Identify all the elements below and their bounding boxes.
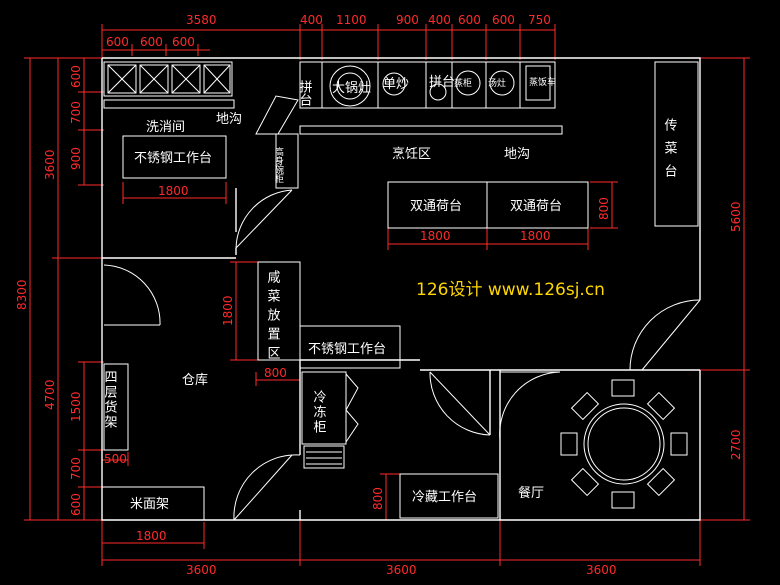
doors	[103, 189, 701, 521]
dim-pickle-depth: 1800	[221, 295, 235, 326]
label-warehouse: 仓库	[182, 372, 208, 388]
walls	[101, 57, 701, 521]
dim-eq-6: 600	[492, 13, 515, 27]
label-steam-small: 蒸饭车	[529, 76, 556, 88]
dim-left-in-6: 600	[69, 493, 83, 516]
dim-eq-3: 900	[396, 13, 419, 27]
dim-pickle-width: 800	[264, 366, 287, 380]
room-labels: 洗消间 地沟 不锈钢工作台 高身碗柜 拼台 大锅灶 单炒 拼台 蒸柜 汤灶 蒸饭…	[102, 75, 678, 512]
dim-right-upper: 5600	[729, 201, 743, 232]
dim-workbench: 1800	[158, 184, 189, 198]
label-dining: 餐厅	[518, 485, 544, 501]
label-pin-tai-1: 拼台	[297, 80, 313, 106]
dim-bottom-2: 3600	[386, 563, 417, 577]
dining-chairs	[560, 379, 688, 509]
dim-eq-2: 1100	[336, 13, 367, 27]
label-pin-tai-2: 拼台	[429, 75, 455, 90]
dim-cold-bench: 800	[371, 487, 385, 510]
dim-top-overall: 3580	[186, 13, 217, 27]
label-dual-stove-1: 双通荷台	[410, 199, 462, 214]
label-wash-room: 洗消间	[146, 120, 185, 135]
dim-sink-1: 600	[106, 35, 129, 49]
label-floor-drain-2: 地沟	[504, 147, 530, 162]
label-high-cabinet: 高身碗柜	[273, 146, 284, 184]
dim-dual-2: 1800	[520, 229, 551, 243]
dim-left-upper: 3600	[43, 149, 57, 180]
fixtures	[101, 61, 699, 521]
dim-dual-depth: 800	[597, 197, 611, 220]
label-big-wok: 大锅灶	[332, 80, 371, 96]
label-floor-drain-1: 地沟	[216, 112, 242, 127]
dim-left-lower: 4700	[43, 379, 57, 410]
watermark: 126设计 www.126sj.cn	[416, 280, 605, 300]
dim-right-lower: 2700	[729, 429, 743, 460]
dim-eq-5: 600	[458, 13, 481, 27]
dim-sink-2: 600	[140, 35, 163, 49]
dim-dual-1: 1800	[420, 229, 451, 243]
dim-left-in-4: 1500	[69, 391, 83, 422]
dim-eq-4: 400	[428, 13, 451, 27]
label-cold-bench: 冷藏工作台	[412, 490, 477, 505]
dim-eq-7: 750	[528, 13, 551, 27]
dim-eq-1: 400	[300, 13, 323, 27]
dimension-lines	[24, 24, 750, 566]
label-pass-counter: 传菜台	[662, 118, 678, 187]
label-single-stir: 单炒	[383, 77, 409, 92]
dim-bottom-3: 3600	[586, 563, 617, 577]
label-ss-workbench-top: 不锈钢工作台	[134, 151, 212, 166]
label-shelf: 四层货架	[102, 370, 118, 430]
dim-left-in-2: 700	[69, 101, 83, 124]
label-soup-stove: 汤灶	[488, 77, 506, 89]
label-freezer: 冷冻柜	[311, 390, 327, 435]
dim-left-overall: 8300	[15, 279, 29, 310]
dim-rice-rack: 1800	[136, 529, 167, 543]
label-dual-stove-2: 双通荷台	[510, 199, 562, 214]
label-ss-workbench-mid: 不锈钢工作台	[308, 342, 386, 357]
label-cooking-area: 烹饪区	[392, 147, 431, 162]
label-pickle-area: 咸菜放置区	[265, 270, 281, 365]
dim-sink-3: 600	[172, 35, 195, 49]
label-steam: 蒸柜	[454, 77, 472, 89]
dimension-texts: 3580 600 600 600 400 1100 900 400 600 60…	[15, 13, 743, 577]
dim-left-in-3: 900	[69, 147, 83, 170]
label-rice-rack: 米面架	[130, 497, 169, 512]
dim-left-in-1: 600	[69, 65, 83, 88]
dim-shelf: 500	[104, 452, 127, 466]
dim-bottom-1: 3600	[186, 563, 217, 577]
dim-left-in-5: 700	[69, 457, 83, 480]
